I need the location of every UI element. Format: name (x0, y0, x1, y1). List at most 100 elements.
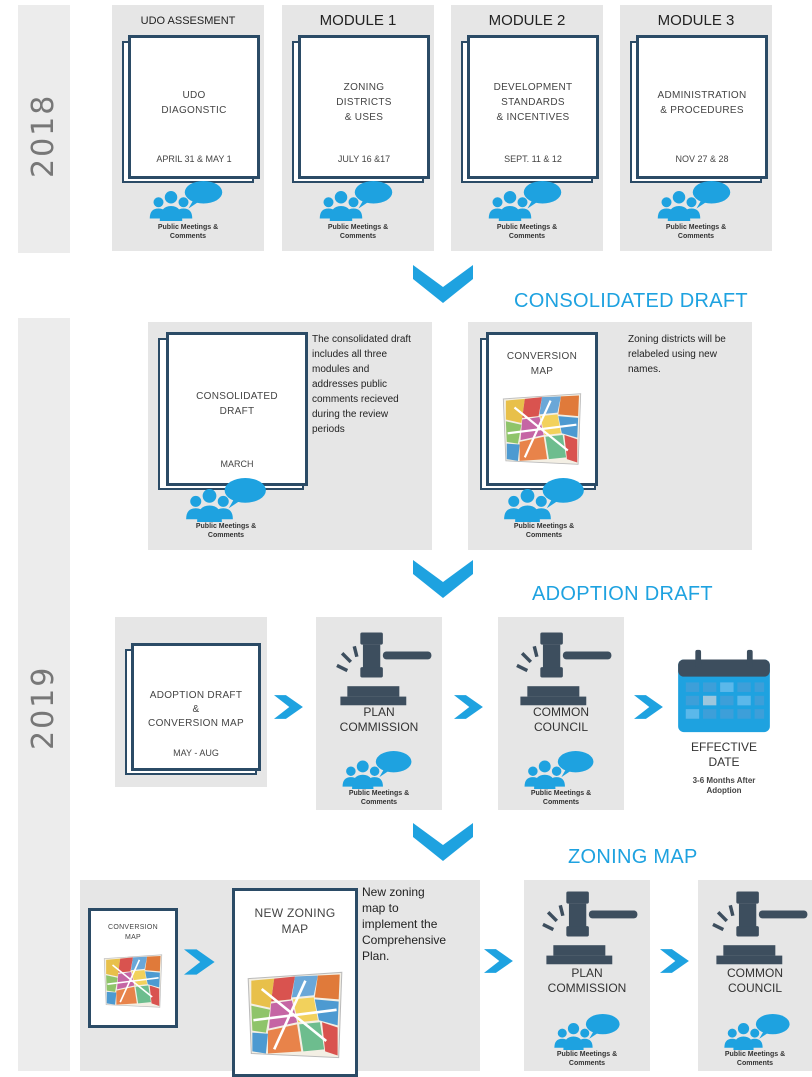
public-meetings-label: Public Meetings &Comments (513, 523, 575, 539)
doc-line: & PROCEDURES (660, 105, 744, 116)
doc-line: ADOPTION DRAFT (149, 690, 243, 701)
module-doc: ZONING DISTRICTS & USES JULY 16 &17 (298, 35, 430, 179)
module-title: MODULE 1 (319, 12, 397, 29)
doc-line: NEW ZONING (254, 906, 336, 920)
adoption-draft-panel: ADOPTION DRAFT & CONVERSION MAP MAY - AU… (115, 617, 267, 787)
doc-line: & INCENTIVES (496, 112, 570, 123)
doc-line: UDO (182, 90, 206, 101)
year-bar-2018 (18, 5, 70, 253)
conversion-map-doc: CONVERSION MAP (88, 908, 178, 1028)
doc-date: APRIL 31 & MAY 1 (156, 154, 232, 164)
gavel-icon (330, 629, 434, 707)
conversion-map-doc: CONVERSION MAP (486, 332, 598, 486)
map-icon (101, 951, 165, 1011)
public-meetings-label: Public Meetings &Comments (348, 790, 410, 806)
arrow-right-icon (484, 944, 518, 978)
new-zoning-map-panel: CONVERSION MAP NEW ZONING MAP New zoning… (80, 880, 480, 1077)
arrow-right-icon (184, 944, 220, 980)
year-label-2019: 2019 (26, 665, 61, 750)
consolidated-draft-doc: CONSOLIDATED DRAFT MARCH (166, 332, 308, 486)
doc-date: NOV 27 & 28 (675, 154, 729, 164)
doc-line: MAP (530, 366, 554, 377)
doc-line: CONSOLIDATED (196, 391, 278, 402)
doc-date: JULY 16 &17 (337, 154, 391, 164)
module-doc: ADMINISTRATION & PROCEDURES NOV 27 & 28 (636, 35, 768, 179)
module-panel: UDO ASSESMENT UDO DIAGONSTIC APRIL 31 & MAY… (112, 5, 264, 251)
doc-date: SEPT. 11 & 12 (504, 154, 562, 164)
gavel-icon (536, 888, 640, 966)
doc-line: DISTRICTS (336, 97, 392, 108)
doc-line: & USES (344, 112, 384, 123)
public-meetings-label: Public Meetings &Comments (195, 523, 257, 539)
arrow-down-icon (413, 560, 473, 600)
doc-line: CONVERSION MAP (148, 718, 244, 729)
new-zoning-map-doc: NEW ZONING MAP (232, 888, 358, 1077)
adoption-heading: ADOPTION DRAFT (532, 583, 713, 605)
doc-line: DIAGONSTIC (161, 105, 227, 116)
map-icon (243, 965, 347, 1065)
public-meetings-icon (654, 181, 734, 221)
gavel-icon (706, 888, 810, 966)
doc-line: MAP (281, 922, 309, 936)
map-icon (499, 389, 585, 469)
doc-line: DEVELOPMENT (493, 82, 573, 93)
public-meetings-icon (182, 478, 270, 522)
public-meetings-label: Public Meetings &Comments (530, 790, 592, 806)
public-meetings-icon (720, 1014, 794, 1050)
arrow-down-icon (413, 265, 473, 305)
year-bar-2019 (18, 318, 70, 1071)
doc-line: ADMINISTRATION (657, 90, 747, 101)
zoning-heading: ZONING MAP (568, 846, 698, 868)
adoption-draft-doc: ADOPTION DRAFT & CONVERSION MAP MAY - AU… (131, 643, 261, 771)
public-meetings-icon (316, 181, 396, 221)
arrow-right-icon (454, 690, 488, 724)
doc-line: ZONING (343, 82, 385, 93)
doc-line: MAP (124, 934, 142, 941)
public-meetings-label: Public Meetings &Comments (327, 224, 389, 240)
doc-line: CONVERSION (506, 351, 578, 362)
module-panel: MODULE 1 ZONING DISTRICTS & USES JULY 16 &17… (282, 5, 434, 251)
module-doc: DEVELOPMENT STANDARDS & INCENTIVES SEPT. 11… (467, 35, 599, 179)
public-meetings-icon (340, 751, 414, 789)
arrow-down-icon (413, 823, 473, 863)
public-meetings-icon (550, 1014, 624, 1050)
doc-line: DRAFT (219, 406, 255, 417)
arrow-right-icon (660, 944, 694, 978)
arrow-right-icon (634, 690, 668, 724)
module-title: UDO ASSESMENT (140, 15, 236, 27)
public-meetings-icon (485, 181, 565, 221)
public-meetings-label: Public Meetings &Comments (157, 224, 219, 240)
doc-line: & (192, 704, 200, 715)
public-meetings-label: Public Meetings &Comments (665, 224, 727, 240)
public-meetings-icon (146, 181, 226, 221)
module-panel: MODULE 2 DEVELOPMENT STANDARDS & INCENTIVES… (451, 5, 603, 251)
doc-line: CONVERSION (107, 924, 159, 931)
public-meetings-label: Public Meetings &Comments (556, 1051, 618, 1067)
module-title: MODULE 2 (488, 12, 566, 29)
public-meetings-icon (500, 478, 588, 522)
year-label-2018: 2018 (26, 93, 61, 178)
doc-line: STANDARDS (501, 97, 565, 108)
module-panel: MODULE 3 ADMINISTRATION & PROCEDURES NOV 27… (620, 5, 772, 251)
module-title: MODULE 3 (657, 12, 735, 29)
doc-date: MARCH (220, 459, 254, 469)
consolidated-draft-panel: CONSOLIDATED DRAFT MARCH The consolidate… (148, 322, 432, 550)
gavel-icon (510, 629, 614, 707)
public-meetings-label: Public Meetings &Comments (724, 1051, 786, 1067)
calendar-icon (676, 648, 772, 734)
public-meetings-label: Public Meetings &Comments (496, 224, 558, 240)
consolidated-heading: CONSOLIDATED DRAFT (514, 290, 748, 312)
public-meetings-icon (522, 751, 596, 789)
